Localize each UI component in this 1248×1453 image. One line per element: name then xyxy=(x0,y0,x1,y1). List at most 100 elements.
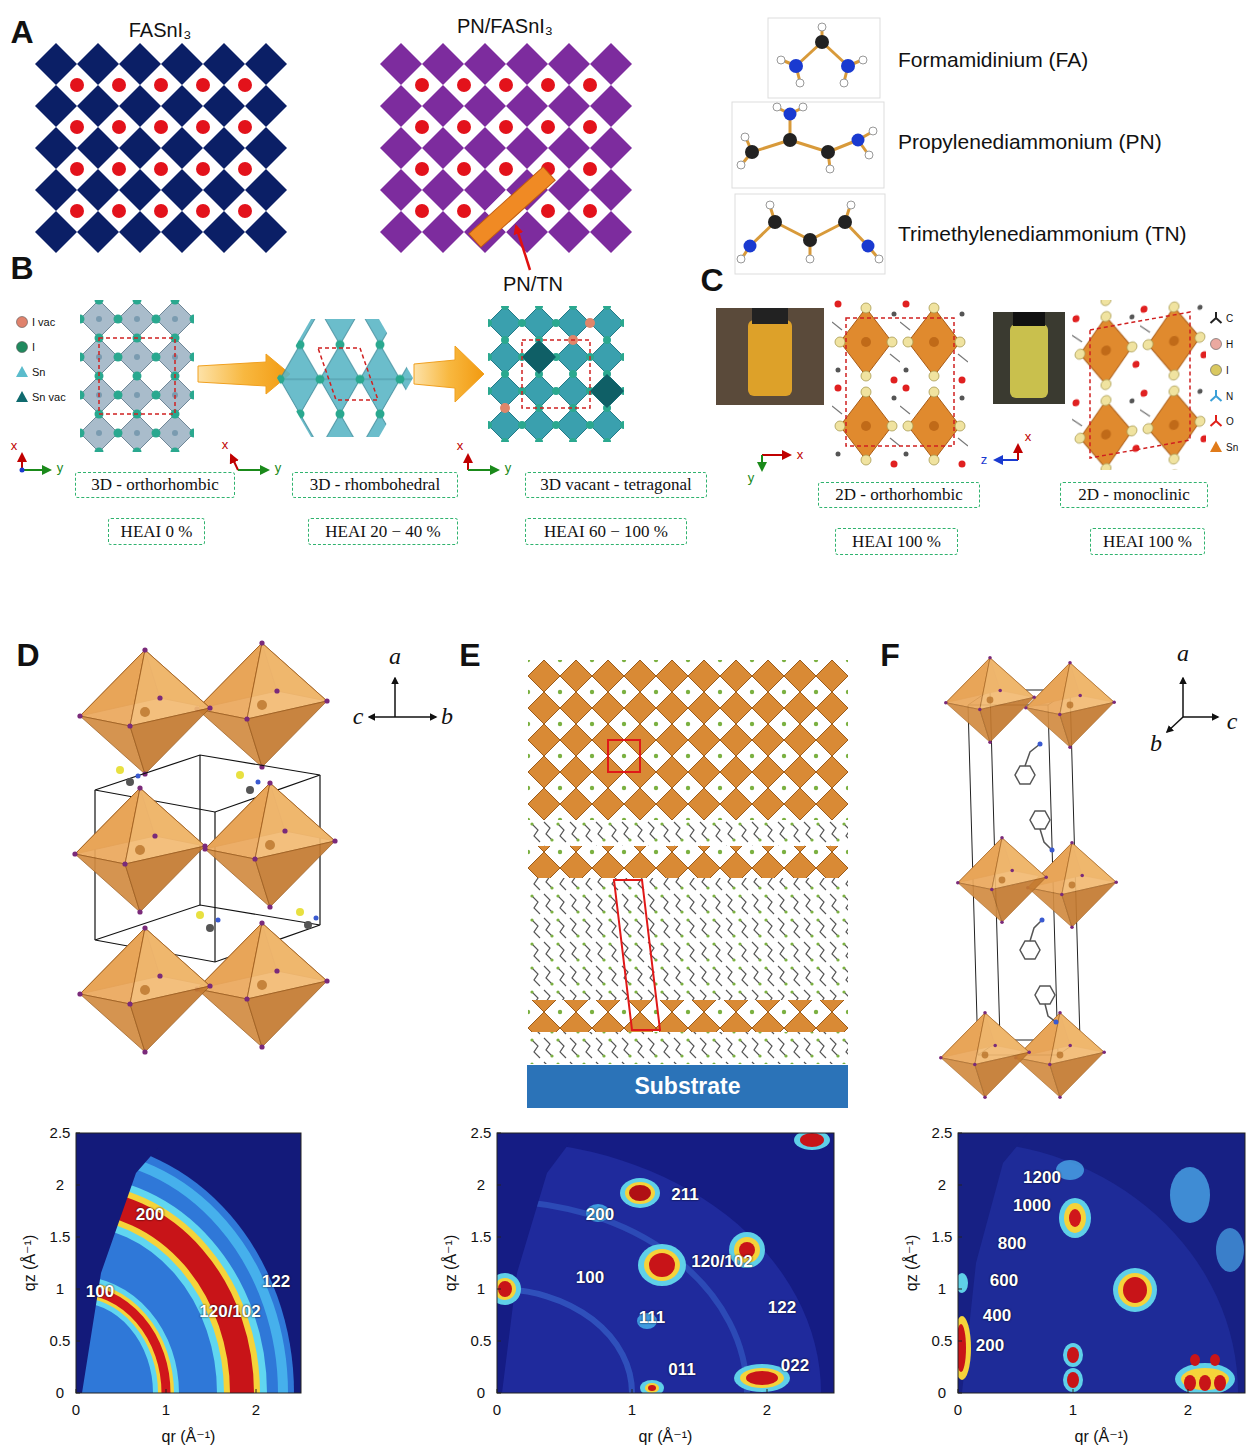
molecule-models xyxy=(737,161,745,169)
structure-tetragonal xyxy=(585,318,595,328)
structure-title: PN/FASnI₃ xyxy=(457,15,553,38)
legend-swatch xyxy=(1211,390,1222,401)
structure-2d-orthorhombic xyxy=(832,300,968,468)
vial-photo xyxy=(748,320,792,396)
legend-swatch xyxy=(16,366,28,377)
peak-label: 111 xyxy=(639,1308,666,1328)
molecule-models xyxy=(865,151,873,159)
giwaxs-map xyxy=(0,1133,301,1453)
molecule-name: Propylenediammonium (PN) xyxy=(898,130,1162,154)
crystal-structure-d xyxy=(246,786,254,794)
giwaxs-map xyxy=(740,1368,784,1388)
peak-label: 122 xyxy=(768,1298,796,1318)
crystal-structure-f xyxy=(1167,717,1183,732)
panel-letter: B xyxy=(10,250,33,287)
crystal-structure-d xyxy=(296,908,304,916)
molecule-models xyxy=(745,145,759,159)
crystal-structure-f xyxy=(944,656,1036,744)
molecule-models xyxy=(875,255,883,263)
giwaxs-map xyxy=(497,1141,821,1393)
phase-text: 2D - monoclinic xyxy=(1078,485,1189,505)
giwaxs-map xyxy=(76,1133,171,1393)
crystal-structure-f xyxy=(1030,920,1042,941)
structure-tetragonal xyxy=(522,340,556,374)
legend-swatch xyxy=(1209,337,1223,351)
tick-label: 0.5 xyxy=(471,1332,492,1349)
crystal-structure-d xyxy=(194,640,329,769)
molecule-models xyxy=(732,18,885,274)
lattice-pn-fasni3 xyxy=(516,226,530,270)
giwaxs-map xyxy=(497,1133,834,1393)
phase-box: HEAI 0 % xyxy=(108,518,205,545)
peak-label: 122 xyxy=(262,1272,290,1292)
molecule-models xyxy=(852,134,865,147)
tick-label: 1 xyxy=(56,1280,64,1297)
molecule-models xyxy=(838,215,852,229)
thin-film-structure xyxy=(528,820,848,846)
crystal-structure-f xyxy=(1015,744,1056,1022)
giwaxs-map xyxy=(497,1133,767,1393)
giwaxs-map xyxy=(958,1133,1245,1393)
tick-label: 0.5 xyxy=(932,1332,953,1349)
giwaxs-map xyxy=(1199,1375,1211,1391)
giwaxs-map xyxy=(678,1133,1245,1453)
crystal-structure-d xyxy=(214,812,215,962)
crystal-structure-f xyxy=(1026,841,1118,929)
panel-letter: A xyxy=(10,14,33,51)
giwaxs-map xyxy=(958,1133,1245,1393)
tick-label: 0 xyxy=(938,1384,946,1401)
peak-label: 120/102 xyxy=(199,1302,260,1322)
crystal-structure-f xyxy=(1024,661,1116,749)
phase-text: 2D - orthorhombic xyxy=(835,485,962,505)
giwaxs-map xyxy=(76,1133,301,1393)
tick-label: 1 xyxy=(938,1280,946,1297)
axis-triad xyxy=(995,459,1018,461)
legend-swatch xyxy=(15,340,29,354)
panel-letter: D xyxy=(16,637,39,674)
giwaxs-map xyxy=(1123,1277,1147,1303)
lattice-pn-fasni3 xyxy=(380,43,632,253)
molecule-models xyxy=(777,56,785,64)
giwaxs-map xyxy=(1063,1343,1083,1367)
giwaxs-map xyxy=(645,1383,659,1393)
axis-label: x xyxy=(457,439,464,454)
phase-box: HEAI 100 % xyxy=(1090,528,1205,555)
phase-text: 3D vacant - tetragonal xyxy=(540,475,692,495)
legend-swatch xyxy=(1209,363,1223,377)
crystal-structure-d xyxy=(126,778,134,786)
vial-photo xyxy=(716,308,824,405)
giwaxs-map xyxy=(497,1289,632,1393)
giwaxs-map xyxy=(746,1371,778,1385)
axis-label: y xyxy=(57,461,64,476)
molecule-models xyxy=(783,133,797,147)
molecule-name: Formamidinium (FA) xyxy=(898,48,1088,72)
phase-text: 3D - rhombohedral xyxy=(310,475,440,495)
axis-triad xyxy=(468,469,498,471)
giwaxs-map xyxy=(173,1130,834,1453)
legend-text: O xyxy=(1226,416,1234,427)
axis-label: y xyxy=(275,461,282,476)
peak-label: 211 xyxy=(671,1185,698,1205)
structure-tetragonal xyxy=(590,374,624,408)
crystal-structure-f xyxy=(1025,744,1040,766)
tick-label: 2.5 xyxy=(50,1124,71,1141)
phase-box: HEAI 100 % xyxy=(835,528,958,555)
thin-film-structure xyxy=(528,660,848,820)
panel-letter: C xyxy=(700,262,723,299)
legend-swatch xyxy=(15,315,29,329)
giwaxs-map xyxy=(497,1133,577,1393)
axis-label: a xyxy=(1177,640,1189,668)
structure-2d-monoclinic xyxy=(1090,312,1190,458)
molecule-models xyxy=(803,233,817,247)
axis-title: qr (Å⁻¹) xyxy=(1075,1428,1129,1446)
peak-label: 800 xyxy=(998,1234,1026,1254)
phase-box: HEAI 20 − 40 % xyxy=(308,518,458,545)
legend-swatch xyxy=(1211,339,1222,350)
legend-swatch xyxy=(1209,440,1223,454)
structure-2d-monoclinic xyxy=(1072,300,1206,470)
peak-label: 100 xyxy=(86,1282,114,1302)
legend-swatch xyxy=(1211,415,1222,426)
thin-film-structure xyxy=(528,878,848,1000)
